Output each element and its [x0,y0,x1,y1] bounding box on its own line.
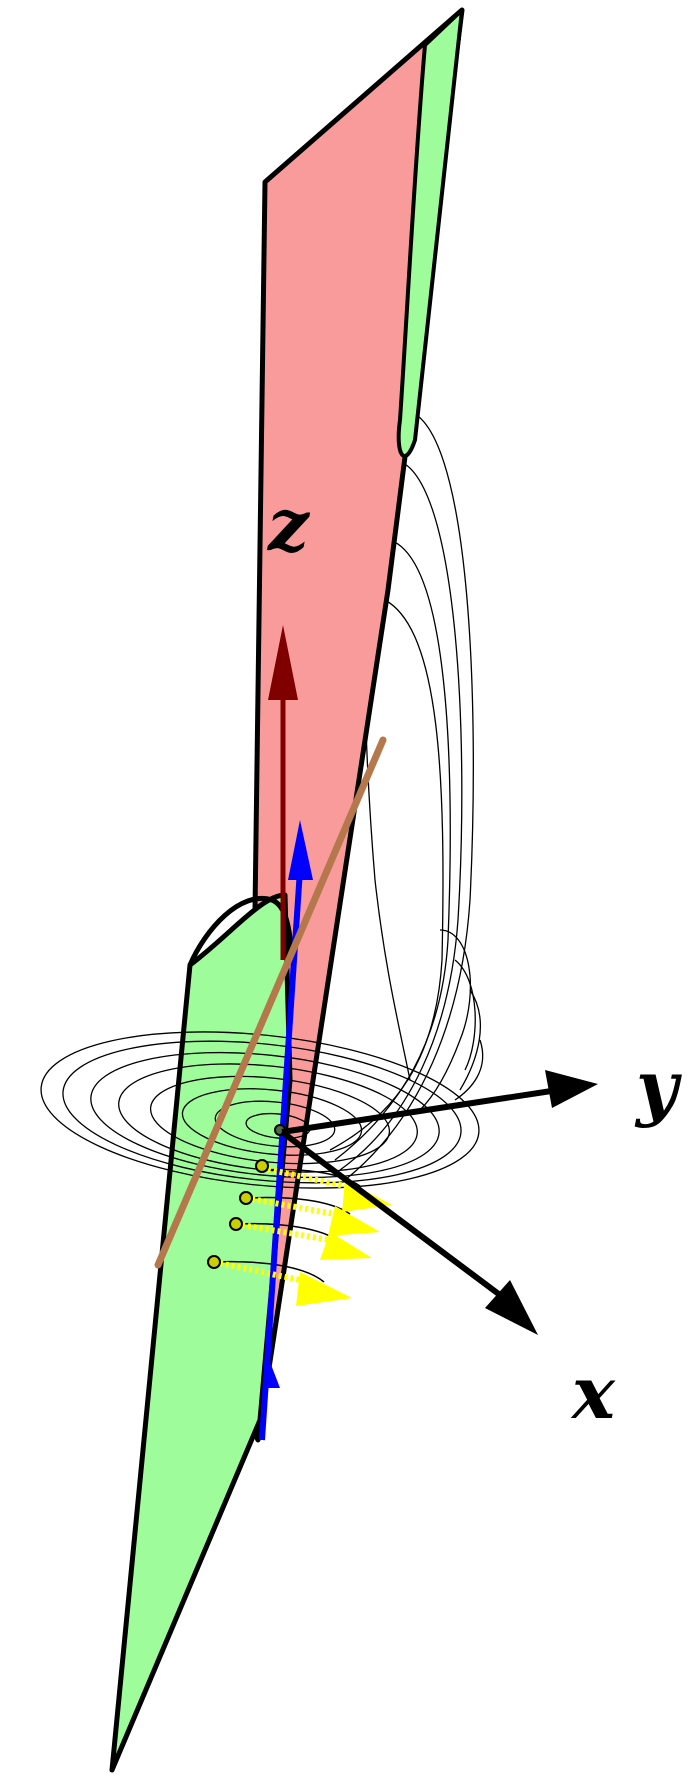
green-plane-top-curve [187,896,295,966]
x-axis-arrow [280,1129,538,1335]
section-points [207,1124,286,1269]
flow-arrows [213,1165,392,1306]
x-axis-label: x [570,1350,616,1435]
blue-vector [259,820,313,1441]
y-axis-arrow [281,1070,598,1135]
y-axis-label: y [634,1044,682,1129]
brown-line [154,736,387,1269]
green-plane-top-strip [396,8,464,458]
z-axis-arrow [268,625,298,960]
spiral-trajectories-back [329,379,484,1181]
z-axis-label: z [266,482,311,567]
